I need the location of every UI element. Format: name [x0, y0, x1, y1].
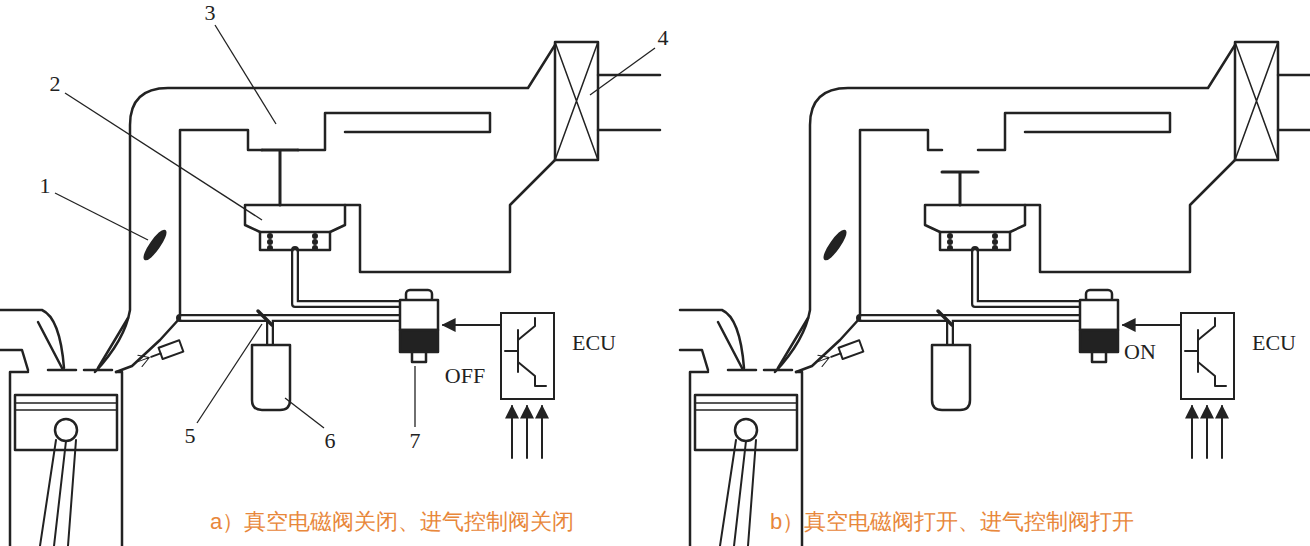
- unit-name: ECU: [572, 330, 616, 356]
- callout-number: 5: [185, 425, 196, 447]
- leader-line: [414, 366, 415, 427]
- panel-caption: a）真空电磁阀关闭、进气控制阀关闭: [210, 511, 574, 533]
- leader-line: [285, 398, 324, 428]
- switch-state: OFF: [445, 365, 485, 387]
- callout-number: 6: [325, 430, 336, 452]
- callout-number: 7: [410, 430, 421, 452]
- callout-number: 3: [205, 2, 216, 24]
- leader-line: [197, 324, 262, 423]
- leader-line: [55, 193, 148, 240]
- leader-line: [215, 25, 276, 124]
- panel-b-drawing: [680, 42, 1310, 546]
- control-unit-box: ECU: [500, 312, 555, 400]
- control-valve-closed: [262, 150, 298, 205]
- callout-number: 2: [50, 73, 61, 95]
- control-unit-box: ECU: [1180, 312, 1235, 400]
- panel-caption: b）真空电磁阀打开、进气控制阀打开: [770, 511, 1134, 533]
- control-valve-open: [942, 172, 978, 205]
- callout-number: 1: [40, 175, 51, 197]
- callout-number: 4: [658, 27, 669, 49]
- panel-a-drawing: [0, 42, 660, 546]
- switch-state: ON: [1124, 341, 1156, 363]
- leader-line: [590, 48, 655, 95]
- unit-name: ECU: [1252, 330, 1296, 356]
- leader-line: [65, 93, 262, 220]
